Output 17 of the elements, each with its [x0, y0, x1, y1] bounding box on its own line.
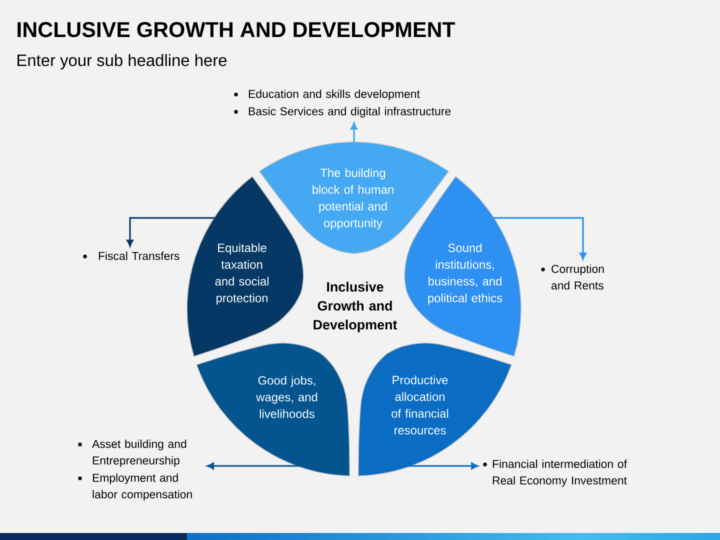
- subtitle: Enter your sub headline here: [18, 54, 227, 70]
- bullet-text: Education and skills development: [248, 90, 420, 100]
- arrow: [206, 462, 300, 470]
- petal: Good jobs, wages, and livelihoods: [196, 342, 350, 476]
- arrow: [126, 217, 216, 247]
- bullet-text: Asset building and Entrepreneurship: [92, 440, 186, 467]
- arrow: [350, 122, 358, 142]
- bullet-text: Fiscal Transfers: [98, 252, 180, 260]
- bullet-text: Basic Services and digital infrastructure: [248, 106, 451, 118]
- bullet-text: Corruption and Rents: [552, 264, 604, 290]
- bullet-text: Employment and labor compensation: [92, 473, 192, 501]
- center-title: Inclusive Growth and Development: [314, 282, 398, 332]
- title: INCLUSIVE GROWTH AND DEVELOPMENT: [18, 22, 456, 38]
- arrow: [408, 462, 478, 470]
- arrow: [492, 217, 586, 260]
- petal: Equitable taxation and social protection: [186, 176, 304, 357]
- petal: Sound institutions, business, and political ethics: [404, 176, 522, 357]
